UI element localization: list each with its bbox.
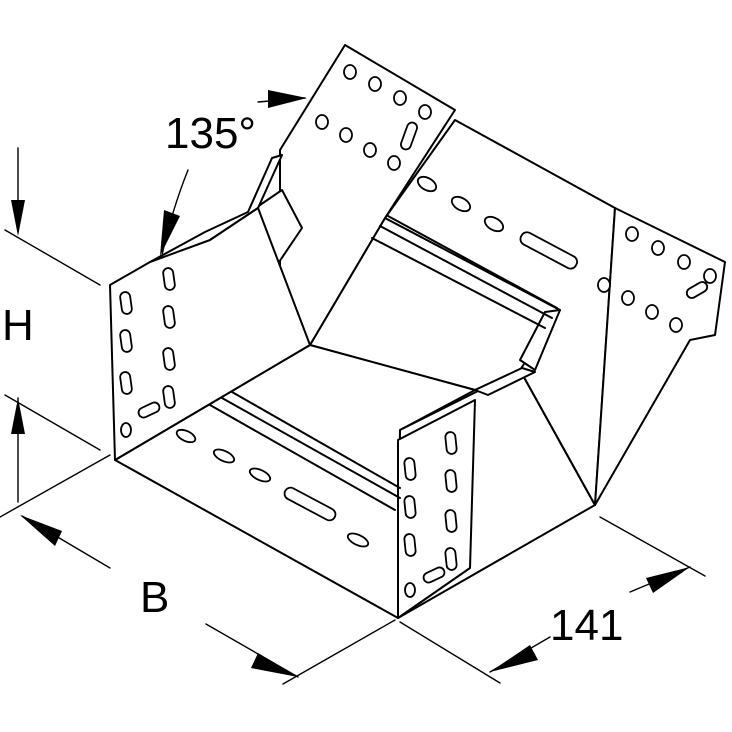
cable-tray-bend — [109, 44, 726, 619]
hole — [119, 291, 133, 315]
hole — [175, 428, 197, 444]
hole — [248, 467, 272, 483]
h-arrow-top — [11, 200, 25, 236]
hole — [483, 215, 505, 233]
h-arrow-bottom — [11, 398, 25, 434]
hole — [450, 195, 472, 213]
hole — [137, 401, 161, 419]
hole — [212, 448, 236, 464]
hole — [120, 422, 132, 438]
hole — [625, 226, 639, 242]
lower-rib-3 — [231, 391, 401, 489]
hole — [162, 305, 176, 329]
lower-right-rim — [474, 367, 536, 396]
hole — [339, 127, 353, 143]
far-end-plate — [594, 207, 726, 506]
upper-right-rim — [519, 309, 561, 371]
b-arrow-right — [251, 653, 298, 677]
angle-arrow-lower — [160, 210, 180, 256]
hole — [519, 231, 578, 270]
hole — [393, 90, 407, 106]
hole — [418, 104, 432, 120]
upper-rib-1 — [371, 237, 546, 329]
len-extension-left — [399, 621, 501, 684]
far-plate-holes — [597, 226, 717, 333]
hole — [444, 431, 458, 455]
hole — [387, 155, 401, 171]
len-arrow-left — [490, 645, 538, 672]
b-arrow-left — [20, 515, 62, 546]
hole — [368, 76, 382, 92]
hole — [400, 121, 418, 151]
hole — [416, 175, 438, 193]
left-end-wall — [109, 207, 311, 461]
upper-plate-holes — [416, 175, 578, 270]
upper-rib-2 — [379, 225, 553, 319]
upper-rib-3 — [387, 215, 558, 309]
hole — [677, 254, 691, 270]
hole — [346, 532, 370, 548]
hole — [162, 385, 176, 409]
len-arrow-right — [646, 567, 690, 593]
len-extension-right — [599, 516, 706, 577]
length-label: 141 — [550, 601, 623, 650]
height-label: H — [2, 301, 34, 350]
upper-wall-holes — [315, 64, 432, 171]
width-label: B — [140, 573, 169, 622]
b-extension-left — [0, 454, 111, 518]
hole — [422, 566, 446, 584]
angle-label: 135° — [165, 109, 256, 158]
hole — [404, 582, 416, 598]
lower-rib-2 — [221, 397, 401, 499]
hole — [162, 347, 176, 371]
h-extension-bottom — [4, 394, 101, 451]
hole — [651, 240, 665, 256]
hole — [343, 64, 357, 80]
dimension-lines — [0, 90, 706, 685]
bottom-ribs — [209, 215, 558, 511]
hole — [444, 509, 458, 533]
hole — [444, 547, 458, 571]
hole — [669, 317, 683, 333]
hole — [403, 457, 417, 481]
hole — [403, 533, 417, 557]
lower-plate-holes — [175, 428, 370, 548]
hole — [283, 486, 337, 522]
lower-rib-1 — [209, 404, 396, 511]
hole — [119, 329, 133, 353]
hole — [119, 371, 133, 395]
h-extension-top — [4, 229, 101, 286]
hole — [645, 304, 659, 320]
hole — [685, 281, 709, 299]
dimension-labels: 135° H B 141 — [2, 109, 623, 650]
hole — [315, 114, 329, 130]
b-extension-right — [282, 619, 396, 685]
hole — [621, 290, 635, 306]
angle-arrow-upper — [268, 90, 307, 108]
hole — [403, 495, 417, 519]
hole — [703, 268, 717, 284]
hole — [162, 267, 176, 291]
hole — [597, 277, 611, 293]
left-wall-holes — [119, 267, 176, 438]
front-plate-holes — [403, 431, 458, 598]
hole — [444, 469, 458, 493]
hole — [363, 142, 377, 158]
